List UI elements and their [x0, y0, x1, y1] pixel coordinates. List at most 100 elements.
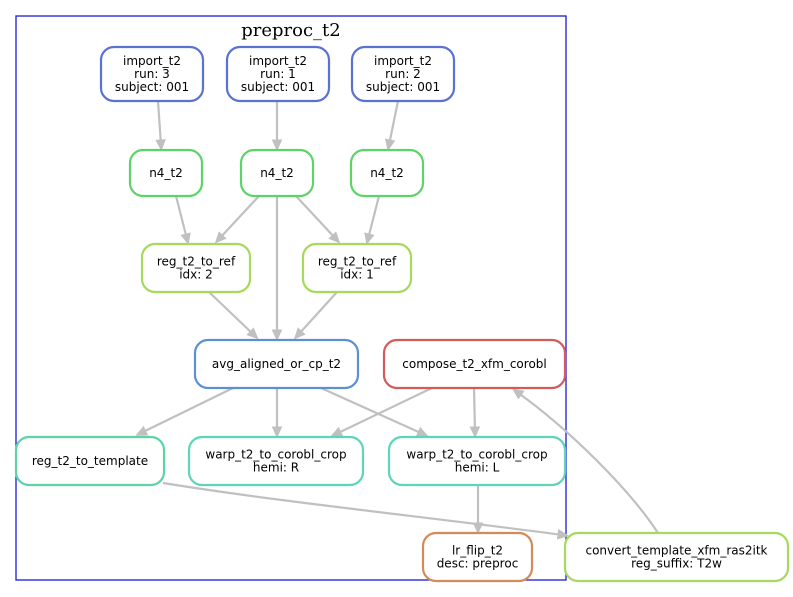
node-box[interactable]: [140, 242, 252, 294]
arrowhead-icon: [135, 425, 149, 436]
edge-line: [320, 386, 424, 436]
node-label: convert_template_xfm_ras2itk: [585, 544, 767, 558]
node-reg-t2-to-template[interactable]: reg_t2_to_template: [14, 435, 166, 487]
node-avg-aligned-or-cp-t2[interactable]: avg_aligned_or_cp_t2: [193, 338, 360, 390]
node-param: subject: 001: [241, 80, 315, 94]
node-param: run: 1: [260, 67, 296, 81]
edge-line: [366, 195, 381, 240]
node-box[interactable]: [187, 435, 365, 487]
arrowhead-icon: [415, 426, 429, 437]
arrowhead-icon: [271, 139, 283, 152]
edge-n4_t2_a-to-reg_t2_to_ref_idx2: [174, 195, 191, 246]
node-label: import_t2: [123, 54, 181, 68]
edge-import_t2_run3-to-n4_t2_a: [155, 100, 166, 152]
node-label: reg_t2_to_template: [32, 454, 148, 468]
edge-import_t2_run1-to-n4_t2_b: [271, 101, 283, 152]
node-param: idx: 2: [179, 268, 213, 282]
arrowhead-icon: [511, 388, 525, 400]
edge-line: [297, 291, 338, 336]
edge-import_t2_run2-to-n4_t2_c: [384, 100, 400, 152]
node-compose-t2-xfm-corobl[interactable]: compose_t2_xfm_corobl: [382, 338, 567, 390]
arrowhead-icon: [155, 139, 166, 152]
node-n4-t2-c[interactable]: n4_t2: [349, 148, 425, 198]
edge-line: [218, 195, 260, 240]
edge-avg_aligned_or_cp_t2-to-warp_t2_to_corobl_crop_L: [320, 386, 429, 437]
node-box[interactable]: [301, 242, 413, 294]
arrowhead-icon: [364, 232, 375, 246]
arrowhead-icon: [384, 138, 396, 152]
arrowhead-icon: [271, 426, 283, 439]
edge-n4_t2_c-to-reg_t2_to_ref_idx1: [364, 195, 381, 246]
edge-line: [208, 291, 255, 336]
node-label: import_t2: [249, 54, 307, 68]
node-box[interactable]: [225, 45, 331, 103]
edge-reg_t2_to_ref_idx1-to-avg_aligned_or_cp_t2: [293, 291, 338, 340]
edge-line: [516, 391, 659, 534]
arrowhead-icon: [214, 231, 227, 244]
edge-warp_t2_to_corobl_crop_L-to-lr_flip_t2: [472, 485, 484, 535]
cluster-border: [15, 15, 567, 581]
edge-avg_aligned_or_cp_t2-to-warp_t2_to_corobl_crop_R: [271, 388, 283, 439]
edge-compose_t2_xfm_corobl-to-warp_t2_to_corobl_crop_L: [469, 387, 481, 439]
edge-reg_t2_to_template-to-convert_template_xfm_ras2itk: [162, 481, 570, 540]
arrowhead-icon: [556, 529, 570, 540]
node-label: warp_t2_to_corobl_crop: [406, 448, 547, 462]
node-label: warp_t2_to_corobl_crop: [205, 448, 346, 462]
edge-reg_t2_to_ref_idx2-to-avg_aligned_or_cp_t2: [208, 291, 259, 340]
arrowhead-icon: [293, 327, 306, 340]
node-label: avg_aligned_or_cp_t2: [212, 357, 341, 371]
edge-n4_t2_b-to-avg_aligned_or_cp_t2: [271, 196, 283, 342]
node-convert-template-xfm-ras2itk[interactable]: convert_template_xfm_ras2itkreg_suffix: …: [563, 531, 790, 583]
node-box[interactable]: [421, 531, 534, 583]
node-label: lr_flip_t2: [452, 544, 503, 558]
node-label: compose_t2_xfm_corobl: [402, 357, 546, 371]
node-box[interactable]: [349, 148, 425, 198]
edges-layer: [135, 100, 659, 540]
node-param: run: 3: [134, 67, 170, 81]
node-n4-t2-b[interactable]: n4_t2: [239, 148, 315, 198]
node-label: import_t2: [374, 54, 432, 68]
node-label: n4_t2: [149, 166, 183, 180]
node-param: subject: 001: [366, 80, 440, 94]
edge-line: [295, 195, 337, 240]
node-box[interactable]: [387, 435, 567, 487]
edge-line: [335, 387, 433, 435]
edge-line: [156, 100, 163, 146]
node-param: desc: preproc: [437, 557, 519, 571]
node-box[interactable]: [193, 338, 360, 390]
node-box[interactable]: [99, 45, 205, 103]
edge-avg_aligned_or_cp_t2-to-reg_t2_to_template: [135, 387, 234, 436]
node-box[interactable]: [128, 148, 204, 198]
node-param: hemi: L: [455, 461, 500, 475]
node-param: run: 2: [385, 67, 421, 81]
node-n4-t2-a[interactable]: n4_t2: [128, 148, 204, 198]
node-label: reg_t2_to_ref: [318, 255, 397, 269]
node-box[interactable]: [14, 435, 166, 487]
edge-line: [140, 387, 234, 434]
arrowhead-icon: [469, 426, 481, 439]
edge-convert_template_xfm_ras2itk-to-compose_t2_xfm_corobl: [511, 388, 659, 534]
node-param: reg_suffix: T2w: [631, 557, 722, 571]
edge-line: [472, 387, 477, 433]
node-box[interactable]: [563, 531, 790, 583]
node-label: reg_t2_to_ref: [157, 255, 236, 269]
node-box[interactable]: [239, 148, 315, 198]
node-param: subject: 001: [115, 80, 189, 94]
edge-compose_t2_xfm_corobl-to-warp_t2_to_corobl_crop_R: [330, 387, 433, 437]
node-box[interactable]: [350, 45, 456, 103]
arrowhead-icon: [180, 232, 191, 246]
node-box[interactable]: [382, 338, 567, 390]
cluster-title: preproc_t2: [241, 20, 341, 41]
node-param: hemi: R: [253, 461, 299, 475]
edge-line: [162, 481, 564, 537]
